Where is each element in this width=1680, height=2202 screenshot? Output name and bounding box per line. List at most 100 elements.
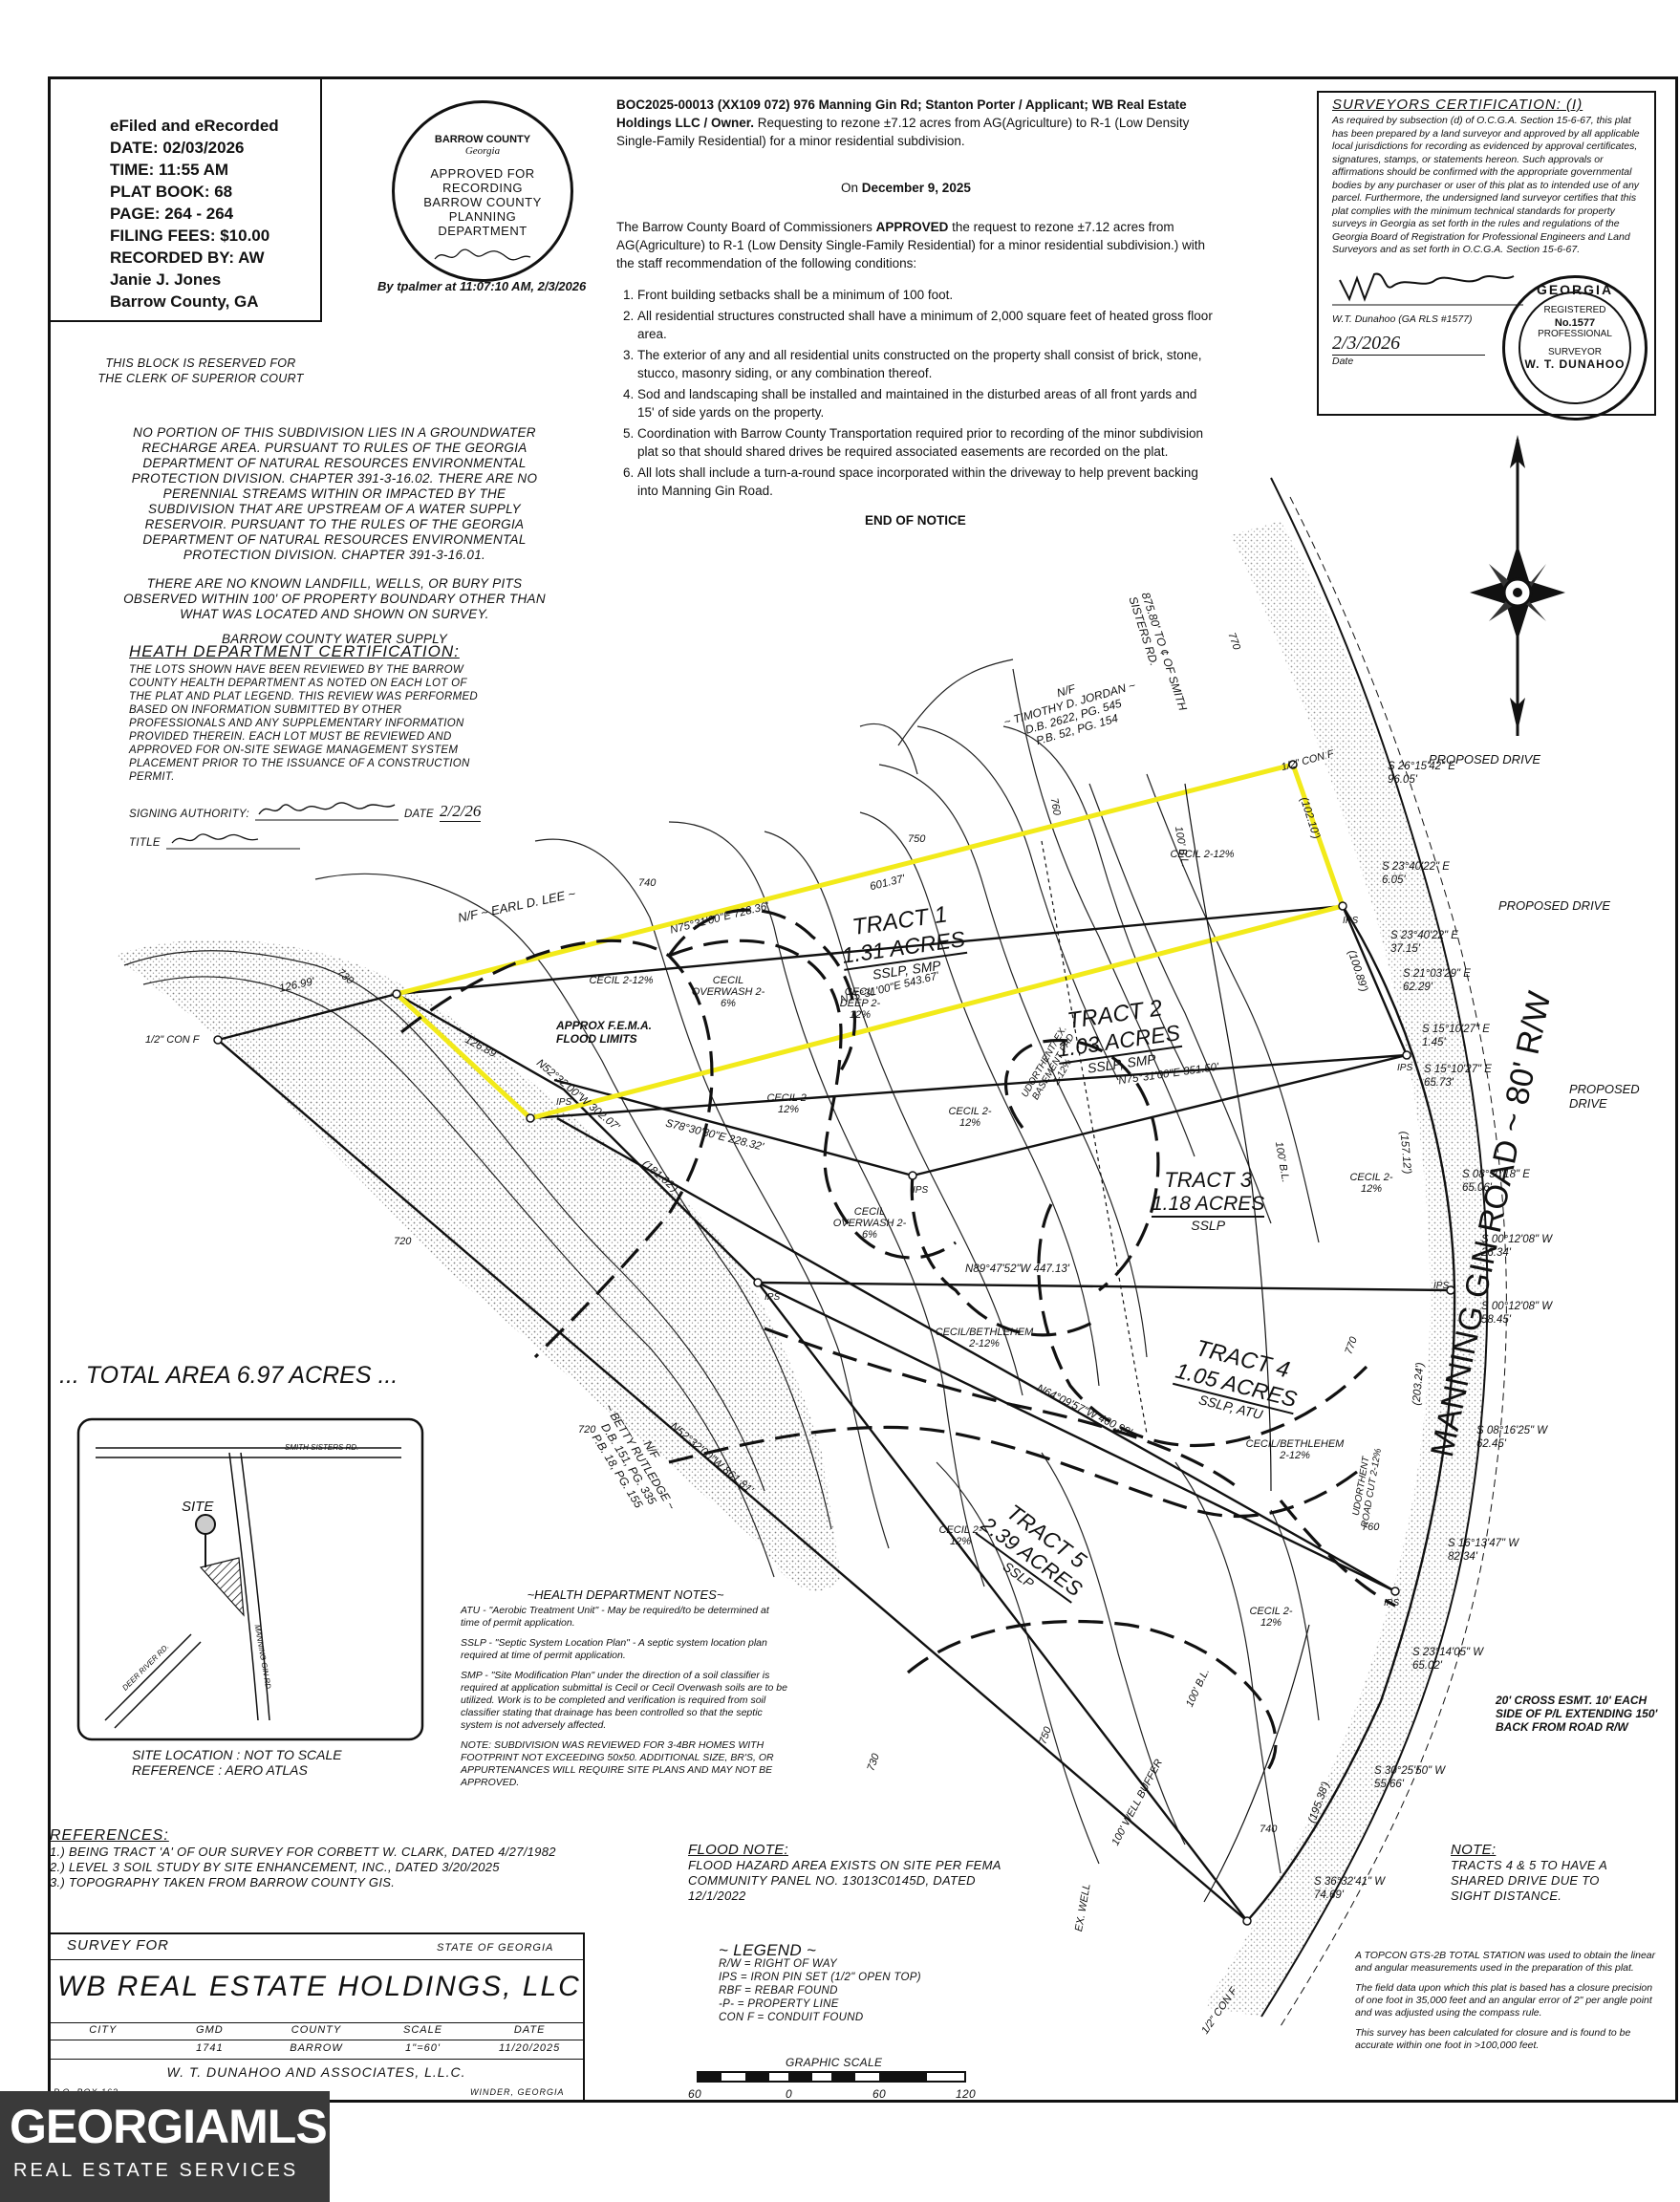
corner-markers: [213, 760, 1455, 1926]
note-title: NOTE:: [1451, 1842, 1497, 1858]
health-cert-sign-row: SIGNING AUTHORITY: DATE 2/2/26: [129, 795, 492, 822]
surveyor-seal: GEORGIA REGISTERED No.1577 PROFESSIONAL …: [1502, 275, 1648, 421]
total-area: ... TOTAL AREA 6.97 ACRES ...: [59, 1362, 398, 1389]
line-bearing: N89°47'52"W 447.13': [965, 1263, 1069, 1275]
soil-boundaries: [400, 908, 1396, 1780]
logo-brand: GEORGIAMLS: [10, 2100, 328, 2153]
surveyor-cert-body: As required by subsection (d) of O.C.G.A…: [1332, 115, 1640, 255]
references: REFERENCES: 1.) BEING TRACT 'A' OF OUR S…: [50, 1827, 585, 1890]
soil-label: CECIL OVERWASH 2-6%: [691, 975, 765, 1009]
tract-acres: 1.18 ACRES: [1152, 1193, 1265, 1218]
notice-body-post: the request to rezone ±7.12 acres from A…: [616, 220, 1205, 270]
bearing-distance: 65.73': [1424, 1077, 1454, 1089]
reference-item: 2.) LEVEL 3 SOIL STUDY BY SITE ENHANCEME…: [50, 1860, 500, 1874]
soil-label: CECIL 2-12%: [1170, 849, 1235, 860]
tract-3-label: TRACT 3 1.18 ACRES SSLP: [1152, 1168, 1265, 1233]
bearing: S 23°40'22" E: [1390, 930, 1458, 941]
bearing-distance: 58.45': [1481, 1314, 1511, 1326]
ips-label: IPS: [1343, 916, 1359, 926]
scale-tick: 60: [688, 2087, 701, 2101]
flood-limits-line: APPROX F.E.M.A.: [556, 1019, 653, 1032]
notice-header: BOC2025-00013 (XX109 072) 976 Manning Gi…: [616, 97, 1187, 130]
soil-label: CECIL 2-12%: [948, 1106, 992, 1129]
title-block: SURVEY FOR STATE OF GEORGIA WB REAL ESTA…: [50, 1932, 585, 2103]
efile-line: TIME: 11:55 AM: [110, 161, 229, 179]
flood-note-title: FLOOD NOTE:: [688, 1842, 788, 1858]
bearing-group: S 21°03'29" E 62.29': [1403, 967, 1471, 994]
bearing: S 08°16'25" W: [1476, 1425, 1548, 1436]
bearing-distance: 37.15': [1390, 943, 1420, 955]
site-road-label: SMITH SISTERS RD.: [285, 1443, 359, 1452]
bearing-distance: 55.66': [1374, 1779, 1404, 1790]
condition-item: Sod and landscaping shall be installed a…: [637, 385, 1214, 421]
health-signature: [254, 802, 398, 821]
efile-line: FILING FEES: $10.00: [110, 227, 270, 245]
clerk-reserve: THIS BLOCK IS RESERVED FOR THE CLERK OF …: [86, 356, 315, 386]
flood-limits-line: FLOOD LIMITS: [556, 1032, 637, 1046]
proposed-drive-line: PROPOSED: [1569, 1082, 1640, 1096]
flood-note-body: FLOOD HAZARD AREA EXISTS ON SITE PER FEM…: [688, 1858, 1002, 1903]
health-note-item: SMP - "Site Modification Plan" under the…: [461, 1670, 787, 1731]
bearing-distance: 65.02': [1412, 1660, 1442, 1672]
bearing-group: S 15°10'27" E 65.73': [1424, 1063, 1492, 1090]
title-value: 11/20/2025: [499, 2042, 561, 2054]
bearing-group: S 23°40'22" E 6.05': [1382, 860, 1450, 887]
bearing-group: S 00°12'08" W 58.45': [1481, 1300, 1552, 1327]
north-arrow: [1470, 435, 1565, 736]
bearing: S 26°15'42" E: [1388, 761, 1455, 772]
soil-label: CECIL OVERWASH 2-6%: [832, 1206, 907, 1241]
notice-date-prefix: On: [841, 181, 862, 195]
notice-header-rest: Requesting to rezone ±7.12 acres from AG…: [616, 116, 1190, 148]
firm-city: WINDER, GEORGIA: [470, 2087, 565, 2097]
groundwater-note: NO PORTION OF THIS SUBDIVISION LIES IN A…: [119, 425, 549, 647]
soil-label: CECIL 2-12%: [938, 1524, 982, 1547]
contour-label: 720: [394, 1236, 412, 1247]
building-lines: [1041, 783, 1310, 1903]
legend: ~ LEGEND ~ R/W = RIGHT OF WAY IPS = IRON…: [719, 1941, 1024, 2024]
scale-tick: 60: [872, 2087, 886, 2101]
stamp-state: Georgia: [464, 145, 501, 157]
bearing: S 15°10'27" E: [1422, 1024, 1490, 1035]
reference-item: 1.) BEING TRACT 'A' OF OUR SURVEY FOR CO…: [50, 1845, 556, 1859]
title-headers: CITY GMD COUNTY SCALE DATE: [50, 2024, 583, 2036]
soil-label: CECIL DEEP 2-12%: [839, 986, 881, 1021]
efile-line: PLAT BOOK: 68: [110, 183, 233, 201]
health-note-item: ATU - "Aerobic Treatment Unit" - May be …: [461, 1605, 769, 1629]
references-title: REFERENCES:: [50, 1827, 169, 1844]
efile-line: RECORDED BY: AW: [110, 248, 265, 267]
road-edge: [1260, 477, 1489, 2018]
georgia-mls-logo: GEORGIAMLS REAL ESTATE SERVICES: [0, 2091, 330, 2202]
health-title-signature: [165, 833, 300, 850]
ips-label: IPS: [556, 1097, 572, 1108]
site-caption-line: REFERENCE : AERO ATLAS: [132, 1762, 308, 1778]
bearing-distance: 62.45': [1476, 1438, 1506, 1450]
title-values: 1741 BARROW 1"=60' 11/20/2025: [50, 2042, 583, 2054]
road-row: [1204, 521, 1488, 2017]
plat-border: [48, 76, 1678, 2103]
bearing: S 15°10'27" E: [1424, 1064, 1492, 1075]
proposed-drive-split: PROPOSED DRIVE: [1569, 1082, 1640, 1111]
firm-name: W. T. DUNAHOO AND ASSOCIATES, L.L.C.: [166, 2064, 466, 2080]
boc-notice: BOC2025-00013 (XX109 072) 976 Manning Gi…: [616, 96, 1214, 529]
title-header: DATE: [513, 2024, 546, 2036]
contour-label: 720: [578, 1424, 596, 1436]
bearing-distance: 1.45': [1422, 1037, 1446, 1048]
graphic-scale-bar: [697, 2071, 966, 2083]
stamp-line: BARROW COUNTY PLANNING: [423, 195, 542, 224]
ips-label: IPS: [1397, 1063, 1413, 1073]
title-header: GMD: [196, 2024, 224, 2036]
proposed-drive: PROPOSED DRIVE: [1498, 898, 1611, 913]
health-note-item: SSLP - "Septic System Location Plan" - A…: [461, 1637, 767, 1661]
legend-item: IPS = IRON PIN SET (1/2" OPEN TOP): [719, 1972, 921, 1983]
bearing: S 00°12'08" W: [1481, 1234, 1553, 1245]
site-caption: SITE LOCATION : NOT TO SCALE REFERENCE :…: [132, 1747, 342, 1778]
legend-title: ~ LEGEND ~: [719, 1941, 817, 1959]
condition-item: All residential structures constructed s…: [637, 307, 1214, 343]
title-value: [50, 2042, 157, 2054]
efile-line: Janie J. Jones: [110, 270, 222, 289]
flood-limits-label: APPROX F.E.M.A. FLOOD LIMITS: [556, 1019, 652, 1046]
seal-inner-ring: [1518, 291, 1631, 404]
bearing-group: S 15°10'27" E 1.45': [1422, 1023, 1490, 1049]
bearing: S 23°40'22" E: [1382, 861, 1450, 873]
